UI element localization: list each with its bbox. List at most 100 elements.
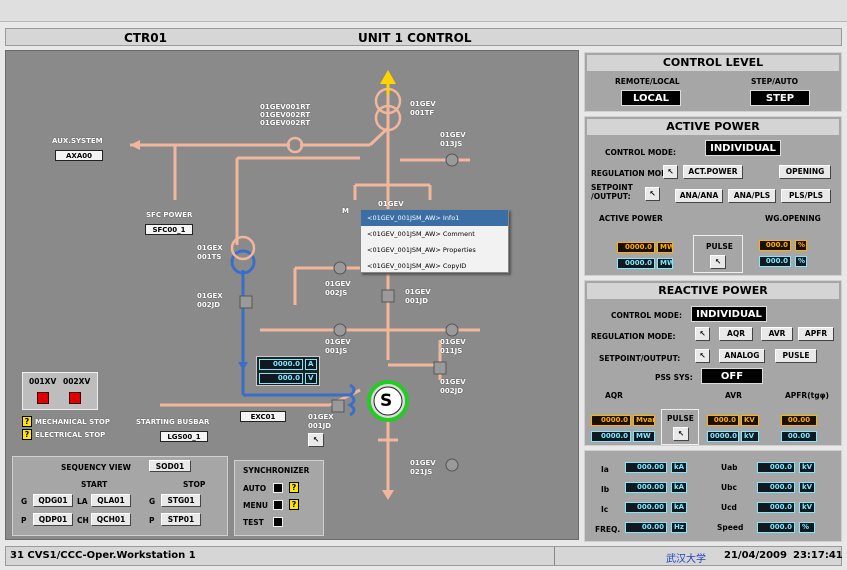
act-power-button[interactable]: ACT.POWER — [683, 165, 743, 179]
ap-regulation-select-button[interactable]: ↖ — [663, 165, 678, 179]
context-menu-item-copyid[interactable]: <01GEV_001JSM_AW> CopyID — [367, 262, 467, 270]
ap-control-mode-value[interactable]: INDIVIDUAL — [705, 140, 781, 156]
pss-sys-value[interactable]: OFF — [701, 368, 763, 384]
step-auto-label: STEP/AUTO — [751, 77, 799, 86]
control-level-title: CONTROL LEVEL — [587, 55, 839, 71]
header-bar: CTR01 UNIT 1 CONTROL — [5, 28, 842, 46]
reactive-power-panel: REACTIVE POWER CONTROL MODE: INDIVIDUAL … — [584, 280, 842, 446]
main-transformer-coil-bottom — [374, 104, 402, 132]
context-menu-item-info[interactable]: <01GEV_001JSM_AW> Info1 — [361, 210, 508, 226]
meas-uab-value: 000.0 — [757, 462, 795, 473]
opening-button[interactable]: OPENING — [779, 165, 831, 179]
xv2-status-indicator[interactable] — [69, 392, 81, 404]
tag-sfc00[interactable]: SFC00_1 — [145, 224, 193, 235]
rp-setpoint-label: SETPOINT/OUTPUT: — [599, 354, 681, 363]
measurements-panel: Ia 000.00 kA Uab 000.0 kV Ib 000.00 kA U… — [584, 450, 842, 542]
pls-pls-button[interactable]: PLS/PLS — [781, 189, 831, 203]
rp-pulse-button[interactable]: ↖ — [673, 427, 689, 441]
seq-stop-p-button[interactable]: STP01 — [161, 513, 201, 526]
context-menu-item-comment[interactable]: <01GEV_001JSM_AW> Comment — [367, 230, 475, 238]
disconnector-013js — [445, 153, 459, 167]
remote-local-toggle[interactable]: LOCAL — [621, 90, 681, 106]
ana-pls-button[interactable]: ANA/PLS — [728, 189, 776, 203]
breaker-gex001jd — [331, 399, 345, 413]
sync-menu-help-marker[interactable]: ? — [289, 499, 299, 510]
label-electrical-stop: ELECTRICAL STOP — [35, 431, 106, 439]
meas-ucd-label: Ucd — [721, 503, 737, 512]
mechanical-stop-marker[interactable]: ? — [22, 416, 32, 427]
ap-setpoint-select-button[interactable]: ↖ — [645, 187, 660, 201]
meas-uab-label: Uab — [721, 463, 738, 472]
label-gev021js: 01GEV 021JS — [410, 459, 436, 476]
label-gev001js: 01GEV 001JS — [325, 338, 351, 355]
gex001jd-select-button[interactable]: ↖ — [308, 433, 324, 447]
rp-setpoint-select-button[interactable]: ↖ — [695, 349, 710, 363]
sequence-stop-label: STOP — [183, 480, 206, 489]
label-002xv: 002XV — [63, 377, 91, 386]
avr-button[interactable]: AVR — [761, 327, 793, 341]
control-level-panel: CONTROL LEVEL REMOTE/LOCAL STEP/AUTO LOC… — [584, 52, 842, 112]
label-motor: M — [342, 207, 349, 215]
ana-ana-button[interactable]: ANA/ANA — [675, 189, 723, 203]
station-id: CTR01 — [124, 31, 167, 45]
label-gev001jd: 01GEV 001JD — [405, 288, 431, 305]
meas-ic-label: Ic — [601, 505, 609, 514]
sync-menu-indicator[interactable] — [273, 500, 283, 510]
rp-control-mode-value[interactable]: INDIVIDUAL — [691, 306, 767, 322]
aqr-output-value: 0000.0 — [591, 431, 631, 442]
seq-start-g-button[interactable]: QDG01 — [33, 494, 73, 507]
reactive-power-title: REACTIVE POWER — [587, 283, 839, 299]
seq-start-ch-button[interactable]: QCH01 — [91, 513, 131, 526]
step-auto-toggle[interactable]: STEP — [750, 90, 810, 106]
workstation-label: 31 CVS1/CCC-Oper.Workstation 1 — [10, 550, 196, 561]
sync-auto-indicator[interactable] — [273, 483, 283, 493]
seq-row2-label2: CH — [77, 516, 89, 525]
apfr-button[interactable]: APFR — [798, 327, 834, 341]
tag-axa00[interactable]: AXA00 — [55, 150, 103, 161]
ground-arrow — [382, 490, 394, 500]
breaker-002jd — [433, 361, 447, 375]
avr-setpoint-value: 000.0 — [707, 415, 739, 426]
meas-ubc-label: Ubc — [721, 483, 737, 492]
aqr-button[interactable]: AQR — [719, 327, 753, 341]
ap-output-unit: MW — [657, 258, 673, 269]
xv1-status-indicator[interactable] — [37, 392, 49, 404]
seq-stop-g-button[interactable]: STG01 — [161, 494, 201, 507]
rp-regulation-select-button[interactable]: ↖ — [695, 327, 710, 341]
tag-lgs00[interactable]: LGS00_1 — [160, 431, 208, 442]
meas-ib-label: Ib — [601, 485, 610, 494]
seq-row1-label3: G — [149, 497, 156, 506]
meas-ib-value: 000.00 — [625, 482, 667, 493]
label-gev002jd: 01GEV 002JD — [440, 378, 466, 395]
label-gex001ts: 01GEX 001TS — [197, 244, 223, 261]
remote-local-label: REMOTE/LOCAL — [615, 77, 680, 86]
xv-breaker-box: 001XV 002XV — [22, 372, 98, 410]
context-menu-item-properties[interactable]: <01GEV_001JSM_AW> Properties — [367, 246, 476, 254]
ap-pulse-button[interactable]: ↖ — [710, 255, 726, 269]
meas-speed-value: 000.0 — [757, 522, 795, 533]
label-gev013js: 01GEV 013JS — [440, 131, 466, 148]
pusle-button[interactable]: PUSLE — [775, 349, 817, 363]
pointer-icon: ↖ — [312, 435, 320, 444]
label-gev001tf: 01GEV 001TF — [410, 100, 436, 117]
rp-apfr-label: APFR(tgφ) — [785, 391, 829, 400]
sync-auto-help-marker[interactable]: ? — [289, 482, 299, 493]
electrical-stop-marker[interactable]: ? — [22, 429, 32, 440]
analog-button[interactable]: ANALOG — [719, 349, 765, 363]
apfr-setpoint-value: 00.00 — [781, 415, 817, 426]
generator-symbol[interactable]: S — [380, 391, 393, 411]
excitation-voltage-value: 000.0 — [259, 373, 303, 384]
meas-uab-unit: kV — [799, 462, 815, 473]
rp-aqr-label: AQR — [605, 391, 623, 400]
seq-start-la-button[interactable]: QLA01 — [91, 494, 131, 507]
tag-exc01[interactable]: EXC01 — [240, 411, 286, 422]
ap-wg-opening-label: WG.OPENING — [765, 214, 821, 223]
window-top-strip — [0, 0, 847, 22]
disconnector-021js — [445, 458, 459, 472]
ap-setpoint-unit: MW — [657, 242, 673, 253]
label-sfc-power: SFC POWER — [146, 211, 193, 219]
seq-start-p-button[interactable]: QDP01 — [33, 513, 73, 526]
sequence-view-code[interactable]: SOD01 — [149, 460, 191, 472]
wg-setpoint-unit: % — [795, 240, 807, 251]
sync-test-indicator[interactable] — [273, 517, 283, 527]
